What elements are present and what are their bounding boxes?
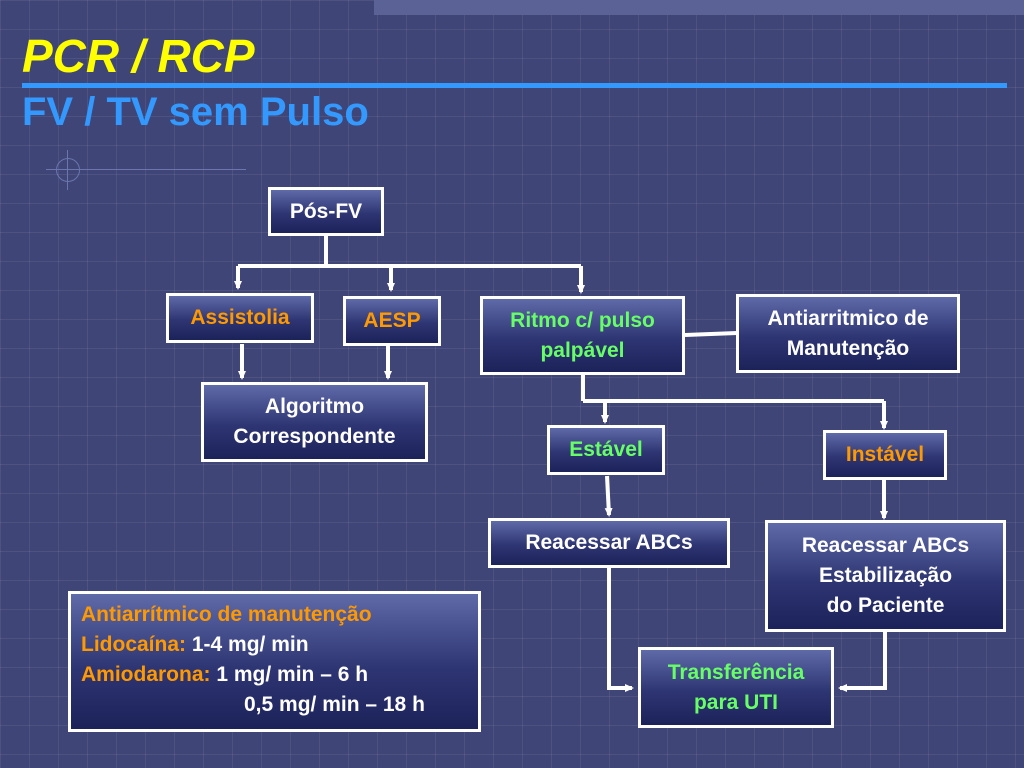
node-estavel: Estável bbox=[547, 425, 665, 475]
node-instavel: Instável bbox=[823, 430, 947, 480]
maintenance-antiarrhythmic-info-box: Antiarrítmico de manutenção Lidocaína: 1… bbox=[68, 591, 481, 732]
node-reacessar-abcs-estavel: Reacessar ABCs bbox=[488, 518, 730, 568]
arrow-estavel-reacessar bbox=[604, 475, 613, 517]
node-instavel-label: Instável bbox=[845, 443, 925, 466]
node-antiarritmico-manutencao: Antiarritmico de Manutenção bbox=[736, 294, 960, 373]
node-aesp: AESP bbox=[343, 296, 441, 346]
info-amiodarone-label: Amiodarona: bbox=[81, 663, 211, 686]
node-transferencia-uti: Transferência para UTI bbox=[638, 647, 834, 728]
node-pos-fv-label: Pós-FV bbox=[289, 199, 363, 223]
node-antiarritmico-line1: Antiarritmico de bbox=[767, 306, 929, 330]
crosshair-vertical-line bbox=[67, 150, 68, 190]
node-reacessar-right-line1: Reacessar ABCs bbox=[801, 534, 970, 557]
node-algoritmo-line1: Algoritmo bbox=[264, 395, 365, 418]
node-algoritmo-line2: Correspondente bbox=[233, 425, 396, 448]
crosshair-horizontal-line bbox=[46, 169, 246, 170]
title-divider bbox=[22, 83, 1007, 88]
node-reacessar-right-line2: Estabilização bbox=[818, 564, 953, 587]
node-transferencia-line1: Transferência bbox=[667, 660, 805, 684]
node-aesp-label: AESP bbox=[363, 309, 421, 332]
info-lidocaine-label: Lidocaína: bbox=[81, 633, 187, 656]
node-estavel-label: Estável bbox=[569, 438, 643, 461]
node-ritmo-pulso: Ritmo c/ pulso palpável bbox=[480, 296, 685, 375]
node-reacessar-left-label: Reacessar ABCs bbox=[525, 531, 693, 554]
node-ritmo-line1: Ritmo c/ pulso bbox=[510, 308, 655, 332]
top-accent-bar bbox=[374, 0, 1024, 15]
info-amiodarone-dose-2: 0,5 mg/ min – 18 h bbox=[244, 693, 425, 716]
node-algoritmo-correspondente: Algoritmo Correspondente bbox=[201, 382, 428, 462]
arrow-reacessar-right-transferencia bbox=[838, 632, 887, 692]
node-ritmo-line2: palpável bbox=[540, 338, 625, 362]
info-lidocaine-row: Lidocaína: 1-4 mg/ min bbox=[81, 630, 468, 660]
node-pos-fv: Pós-FV bbox=[268, 187, 384, 236]
page-title: PCR / RCP bbox=[22, 30, 255, 82]
node-reacessar-right-line3: do Paciente bbox=[826, 594, 945, 617]
node-transferencia-line2: para UTI bbox=[693, 690, 779, 714]
info-heading: Antiarrítmico de manutenção bbox=[81, 603, 372, 626]
node-assistolia-label: Assistolia bbox=[190, 306, 290, 329]
node-assistolia: Assistolia bbox=[166, 293, 314, 343]
node-antiarritmico-line2: Manutenção bbox=[786, 336, 910, 360]
arrow-reacessar-left-transferencia bbox=[607, 568, 634, 692]
page-subtitle: FV / TV sem Pulso bbox=[22, 90, 369, 134]
connector-ritmo-antiarritmico bbox=[684, 331, 738, 337]
node-reacessar-abcs-instavel: Reacessar ABCs Estabilização do Paciente bbox=[765, 520, 1006, 632]
info-amiodarone-dose-1: 1 mg/ min – 6 h bbox=[210, 663, 369, 686]
crosshair-circle-decoration bbox=[56, 158, 80, 182]
info-amiodarone-row: Amiodarona: 1 mg/ min – 6 h bbox=[81, 660, 468, 690]
info-lidocaine-dose: 1-4 mg/ min bbox=[186, 633, 309, 656]
